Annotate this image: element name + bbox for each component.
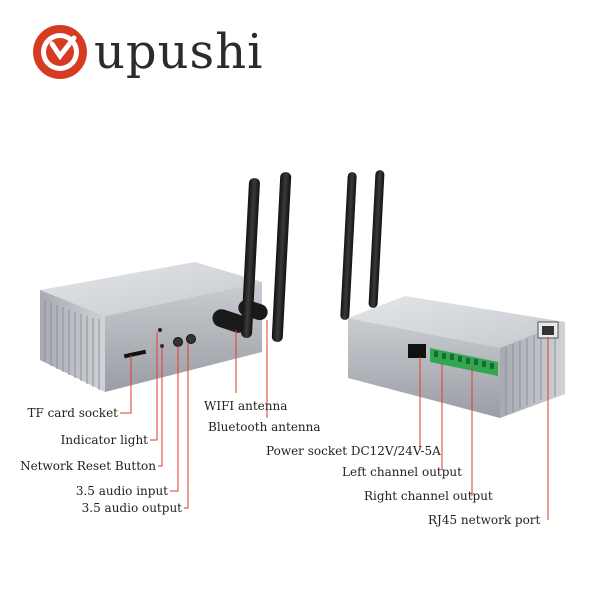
left-device-side [40, 290, 105, 392]
right-device-fins [500, 322, 565, 418]
label-audio-output: 3.5 audio output [81, 501, 182, 515]
line-audio-in [170, 346, 179, 492]
brand-mark-icon [33, 25, 87, 79]
right-device-top [348, 296, 565, 348]
label-power-socket: Power socket DC12V/24V-5A [266, 444, 441, 458]
right-device [340, 170, 565, 418]
left-device [40, 172, 292, 392]
label-audio-input: 3.5 audio input [75, 484, 168, 498]
bluetooth-antenna [271, 172, 292, 342]
label-indicator-light: Indicator light [60, 433, 148, 447]
label-wifi-antenna: WIFI antenna [204, 399, 288, 413]
brand-name: upushi [94, 24, 264, 80]
tf-card-slot [123, 349, 147, 359]
label-tf-card-socket: TF card socket [27, 406, 118, 420]
wifi-antenna-base [212, 309, 248, 333]
line-tf [120, 355, 132, 414]
label-network-reset: Network Reset Button [20, 459, 156, 473]
terminal-block [430, 348, 498, 376]
left-device-top [40, 262, 262, 316]
right-bt-antenna [368, 170, 385, 308]
label-rj45: RJ45 network port [428, 513, 541, 527]
audio-output-jack [186, 334, 196, 344]
brand-logo: upushi [30, 20, 330, 84]
indicator-led [158, 328, 162, 332]
reset-button [160, 344, 164, 348]
right-device-port-face [348, 318, 500, 418]
line-audio-out [184, 343, 189, 509]
power-socket [408, 344, 426, 358]
callout-lines [120, 320, 549, 520]
wifi-antenna [241, 178, 260, 338]
audio-input-jack [173, 337, 183, 347]
label-right-channel: Right channel output [364, 489, 493, 503]
label-bluetooth-antenna: Bluetooth antenna [208, 420, 321, 434]
line-reset [158, 348, 163, 467]
label-left-channel: Left channel output [342, 465, 462, 479]
line-indicator [150, 332, 158, 441]
right-wifi-antenna [340, 172, 357, 320]
